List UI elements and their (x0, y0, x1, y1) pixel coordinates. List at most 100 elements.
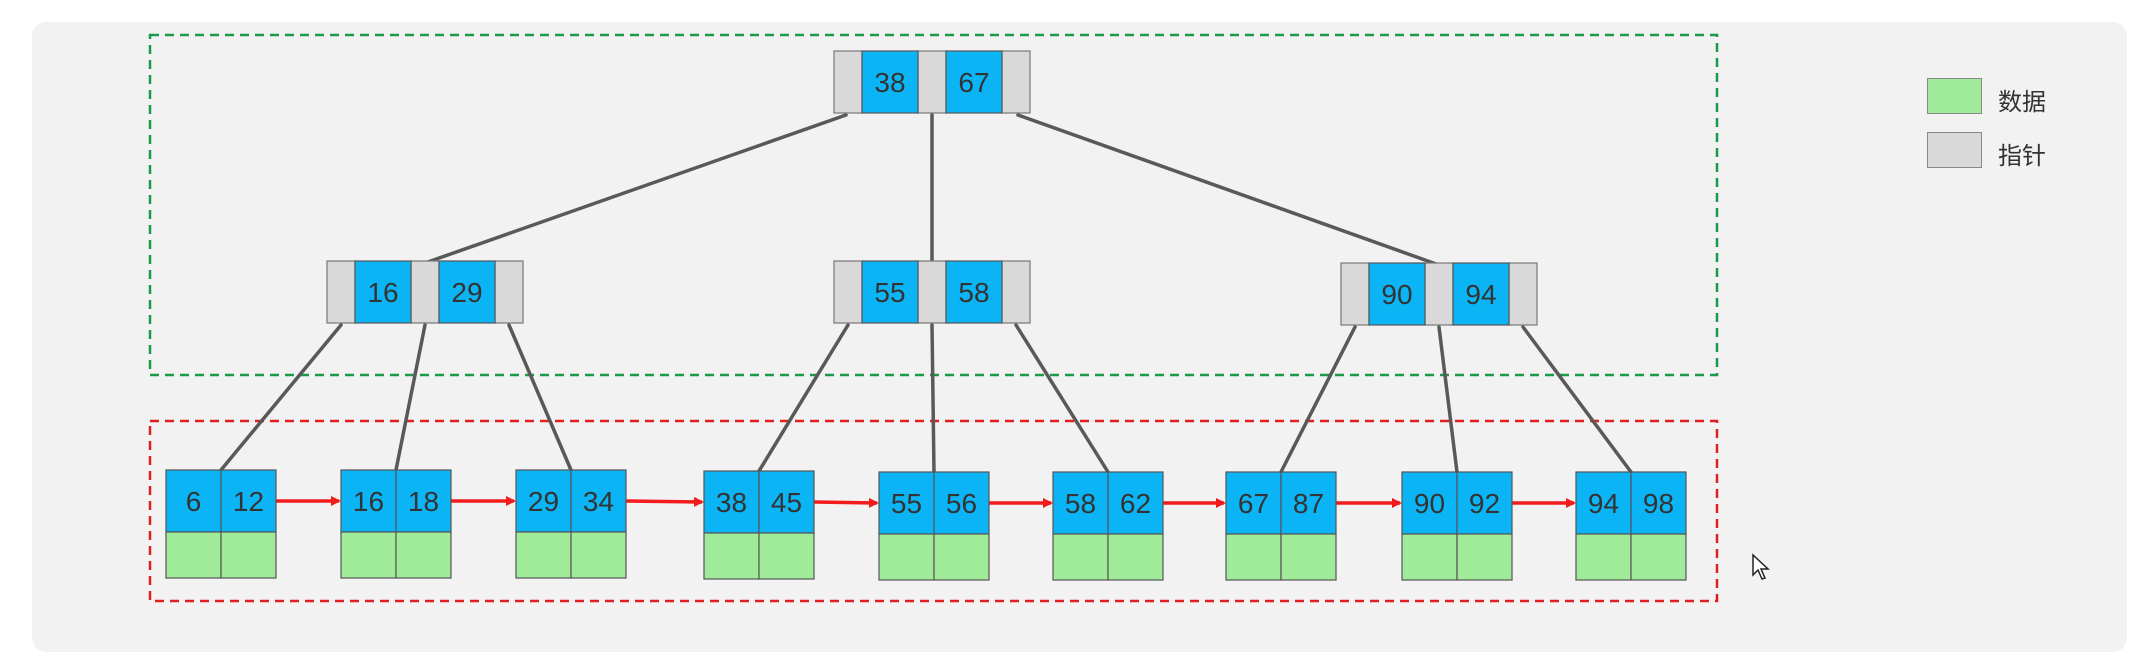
legend-pointer-swatch (1927, 132, 1982, 168)
key-cell (933, 471, 990, 535)
pointer-cell (917, 260, 947, 324)
key-label: 55 (874, 277, 905, 308)
key-label: 38 (716, 487, 747, 518)
data-cell (703, 532, 760, 580)
tree-edge (394, 323, 427, 472)
key-label: 62 (1120, 488, 1151, 519)
key-label: 67 (958, 67, 989, 98)
key-cell (1630, 471, 1687, 535)
data-cell (220, 531, 277, 579)
key-cell (1368, 262, 1426, 326)
key-label: 55 (891, 488, 922, 519)
pointer-cell (1424, 262, 1454, 326)
key-label: 58 (958, 277, 989, 308)
data-cell (1630, 533, 1687, 581)
key-label: 56 (946, 488, 977, 519)
leaf-link-arrow (625, 496, 704, 507)
data-cell (1052, 533, 1109, 581)
key-label: 18 (408, 486, 439, 517)
key-label: 16 (367, 277, 398, 308)
key-label: 38 (874, 67, 905, 98)
tree-edge (1016, 113, 1441, 267)
data-cell (933, 533, 990, 581)
leaf-node: 58 62 (1052, 471, 1164, 581)
data-cell (515, 531, 572, 579)
internal-node: 90 94 (1340, 262, 1538, 326)
key-label: 94 (1588, 488, 1619, 519)
data-cell (340, 531, 397, 579)
mouse-pointer-icon (1752, 553, 1770, 580)
pointer-cell (1001, 50, 1031, 114)
key-cell (861, 260, 919, 324)
key-label: 29 (451, 277, 482, 308)
pointer-cell (410, 260, 440, 324)
legend-data-label: 数据 (1998, 88, 2046, 116)
key-cell (354, 260, 412, 324)
key-label: 98 (1643, 488, 1674, 519)
key-label: 58 (1065, 488, 1096, 519)
key-label: 6 (186, 486, 202, 517)
pointer-cell (1508, 262, 1538, 326)
leaf-node: 94 98 (1575, 471, 1687, 581)
pointer-cell (1001, 260, 1031, 324)
pointer-cell (833, 50, 863, 114)
pointer-cell (1340, 262, 1370, 326)
legend-data-swatch (1927, 78, 1982, 114)
key-label: 87 (1293, 488, 1324, 519)
tree-edge (930, 323, 936, 474)
legend-pointer-label: 指针 (1998, 142, 2046, 170)
data-cell (165, 531, 222, 579)
tree-edge (507, 323, 573, 472)
pointer-cell (326, 260, 356, 324)
key-label: 67 (1238, 488, 1269, 519)
key-label: 92 (1469, 488, 1500, 519)
data-cell (758, 532, 815, 580)
key-cell (758, 470, 815, 534)
key-cell (220, 469, 277, 533)
internal-node: 55 58 (833, 260, 1031, 324)
key-label: 45 (771, 487, 802, 518)
pointer-cell (917, 50, 947, 114)
key-cell (945, 50, 1003, 114)
data-cell (1401, 533, 1458, 581)
leaf-node: 90 92 (1401, 471, 1513, 581)
key-cell (438, 260, 496, 324)
key-cell (703, 470, 760, 534)
pointer-cell (833, 260, 863, 324)
key-cell (945, 260, 1003, 324)
data-cell (1225, 533, 1282, 581)
tree-edge (1014, 323, 1110, 474)
pointer-cell (494, 260, 524, 324)
key-label: 90 (1381, 279, 1412, 310)
key-cell (861, 50, 919, 114)
key-label: 94 (1465, 279, 1496, 310)
key-label: 12 (233, 486, 264, 517)
tree-edge (1437, 325, 1459, 474)
key-label: 90 (1414, 488, 1445, 519)
data-cell (395, 531, 452, 579)
leaf-node: 55 56 (878, 471, 990, 581)
data-cell (1456, 533, 1513, 581)
tree-edge (219, 323, 343, 472)
tree-edge (1279, 325, 1357, 474)
key-cell (1452, 262, 1510, 326)
key-cell (395, 469, 452, 533)
leaf-node: 6 12 (165, 469, 277, 579)
tree-edge (757, 323, 850, 473)
root-node: 38 67 (833, 50, 1031, 114)
tree-edge (423, 113, 848, 265)
data-cell (1107, 533, 1164, 581)
data-cell (570, 531, 627, 579)
key-cell (570, 469, 627, 533)
leaf-link-arrow (813, 497, 879, 508)
key-cell (1280, 471, 1337, 535)
key-cell (1107, 471, 1164, 535)
data-cell (878, 533, 935, 581)
leaf-node: 38 45 (703, 470, 815, 580)
leaf-node: 67 87 (1225, 471, 1337, 581)
data-cell (1575, 533, 1632, 581)
